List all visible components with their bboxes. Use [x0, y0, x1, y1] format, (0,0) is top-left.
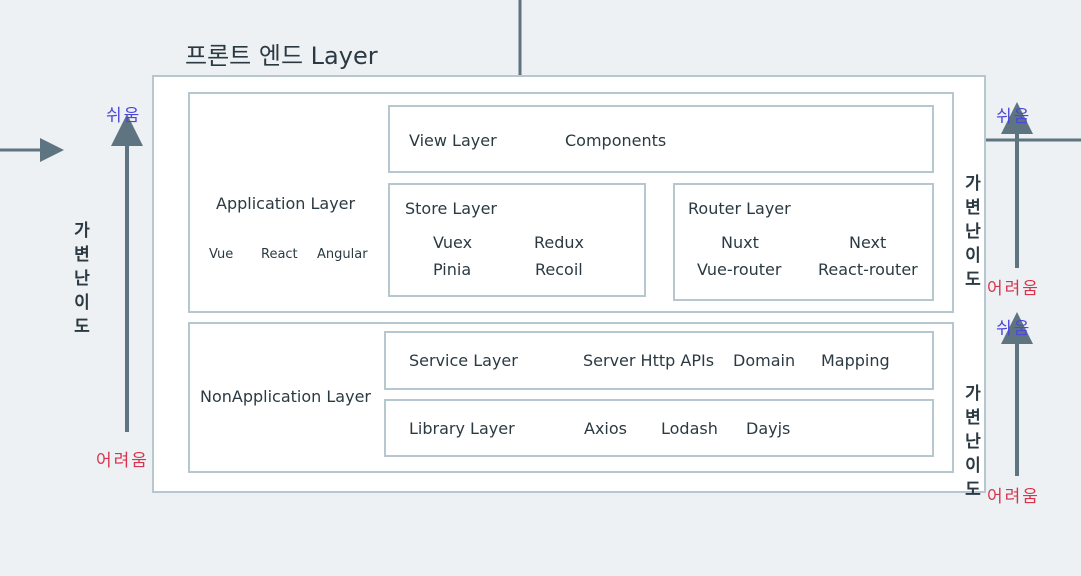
router-item-nuxt: Nuxt	[721, 233, 759, 252]
store-item-vuex: Vuex	[433, 233, 473, 252]
framework-vue: Vue	[209, 247, 234, 262]
store-item-redux: Redux	[534, 233, 585, 252]
library-layer-label: Library Layer	[409, 419, 515, 438]
right-top-hard-label: 어려움	[987, 279, 1040, 299]
application-layer-label: Application Layer	[216, 194, 356, 213]
library-layer-box	[384, 399, 934, 457]
left-easy-label: 쉬움	[106, 106, 142, 126]
right-top-easy-label: 쉬움	[996, 107, 1032, 127]
components-label: Components	[565, 131, 667, 150]
service-item-server-http-apis: Server Http APIs	[583, 351, 715, 370]
service-item-mapping: Mapping	[821, 351, 890, 370]
framework-react: React	[261, 247, 298, 262]
view-layer-label: View Layer	[409, 131, 497, 150]
diagram-title: 프론트 엔드 Layer	[185, 42, 378, 70]
service-item-domain: Domain	[733, 351, 796, 370]
service-layer-box	[384, 331, 934, 390]
store-item-recoil: Recoil	[535, 260, 583, 279]
router-item-next: Next	[849, 233, 887, 252]
left-hard-label: 어려움	[96, 451, 149, 471]
library-item-lodash: Lodash	[661, 419, 718, 438]
framework-angular: Angular	[317, 247, 368, 262]
router-layer-box	[673, 183, 934, 301]
service-layer-label: Service Layer	[409, 351, 518, 370]
right-bottom-hard-label: 어려움	[987, 487, 1040, 507]
right-bottom-easy-label: 쉬움	[996, 319, 1032, 339]
router-item-vue-router: Vue-router	[697, 260, 782, 279]
view-layer-box	[388, 105, 934, 173]
store-layer-box	[388, 183, 646, 297]
router-item-react-router: React-router	[818, 260, 918, 279]
store-layer-label: Store Layer	[405, 199, 497, 218]
non-application-layer-label: NonApplication Layer	[200, 387, 371, 406]
router-layer-label: Router Layer	[688, 199, 791, 218]
library-item-dayjs: Dayjs	[746, 419, 791, 438]
store-item-pinia: Pinia	[433, 260, 472, 279]
library-item-axios: Axios	[584, 419, 627, 438]
